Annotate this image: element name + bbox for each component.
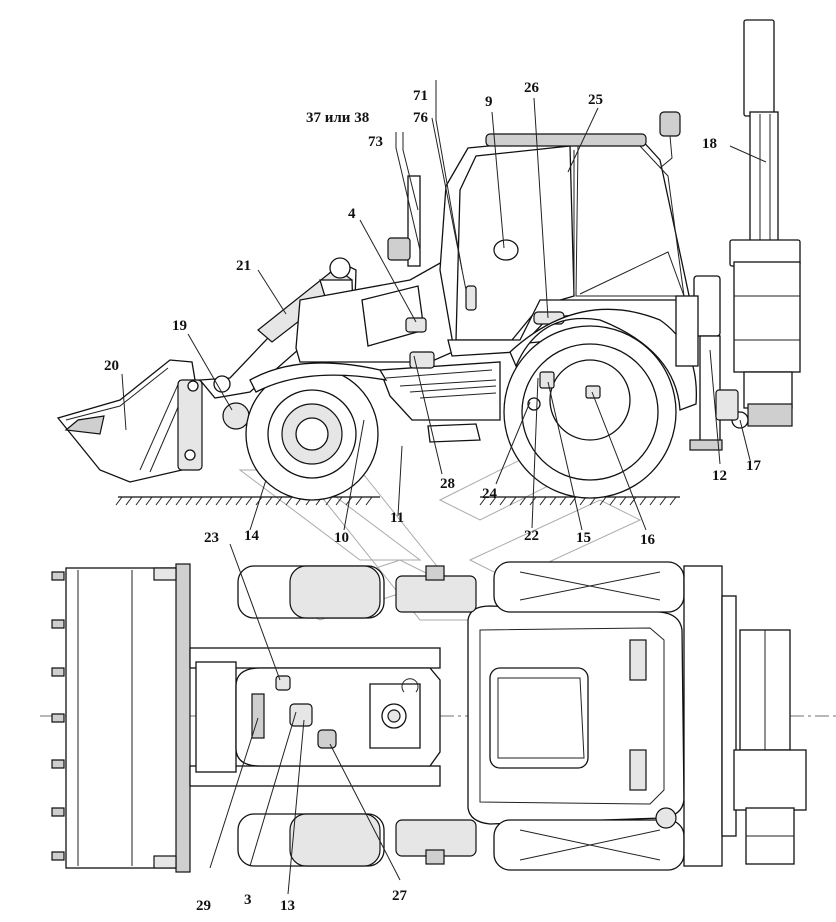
callout-25: 25 <box>588 92 603 108</box>
callout-12: 12 <box>712 468 727 484</box>
callout-28: 28 <box>440 476 455 492</box>
side-view <box>56 19 801 506</box>
front-bucket-top <box>51 563 191 873</box>
leader-lines <box>121 80 767 895</box>
callouts: 37 или 38 73 71 76 9 26 25 18 4 21 19 20… <box>104 80 762 914</box>
callout-29: 29 <box>196 898 211 914</box>
callout-4: 4 <box>348 206 356 222</box>
rear-stabilizer <box>675 275 723 451</box>
callout-11: 11 <box>390 510 404 526</box>
exhaust-stack <box>387 175 421 267</box>
callout-14: 14 <box>244 528 260 544</box>
callout-17: 17 <box>746 458 762 474</box>
callout-19: 19 <box>172 318 187 334</box>
front-bucket <box>56 359 203 483</box>
rear-wheels-top <box>493 561 685 871</box>
callout-9: 9 <box>485 94 493 110</box>
loader-frame <box>295 261 501 443</box>
callout-71: 71 <box>413 88 428 104</box>
callout-18: 18 <box>702 136 717 152</box>
front-wheels-top <box>237 565 385 867</box>
callout-22: 22 <box>524 528 539 544</box>
callout-24: 24 <box>482 486 498 502</box>
callout-76: 76 <box>413 110 429 126</box>
cab-steps-top <box>395 565 477 865</box>
front-wheel <box>245 362 388 501</box>
backhoe-top <box>733 629 807 865</box>
backhoe-arm <box>715 19 801 429</box>
callout-73: 73 <box>368 134 383 150</box>
callout-20: 20 <box>104 358 119 374</box>
cab-top <box>467 605 685 825</box>
callout-21: 21 <box>236 258 251 274</box>
loader-arms-top <box>189 647 441 787</box>
rear-wheel <box>503 308 698 499</box>
callout-13: 13 <box>280 898 295 914</box>
callout-3: 3 <box>244 892 252 908</box>
callout-15: 15 <box>576 530 591 546</box>
callout-26: 26 <box>524 80 540 96</box>
hood-top <box>235 667 441 767</box>
callout-10: 10 <box>334 530 349 546</box>
callout-37-or-38: 37 или 38 <box>306 110 369 126</box>
callout-16: 16 <box>640 532 656 548</box>
pivot-roller <box>222 402 250 430</box>
callout-27: 27 <box>392 888 408 904</box>
rear-frame-top <box>655 565 737 867</box>
callout-23: 23 <box>204 530 219 546</box>
top-view <box>40 561 836 873</box>
